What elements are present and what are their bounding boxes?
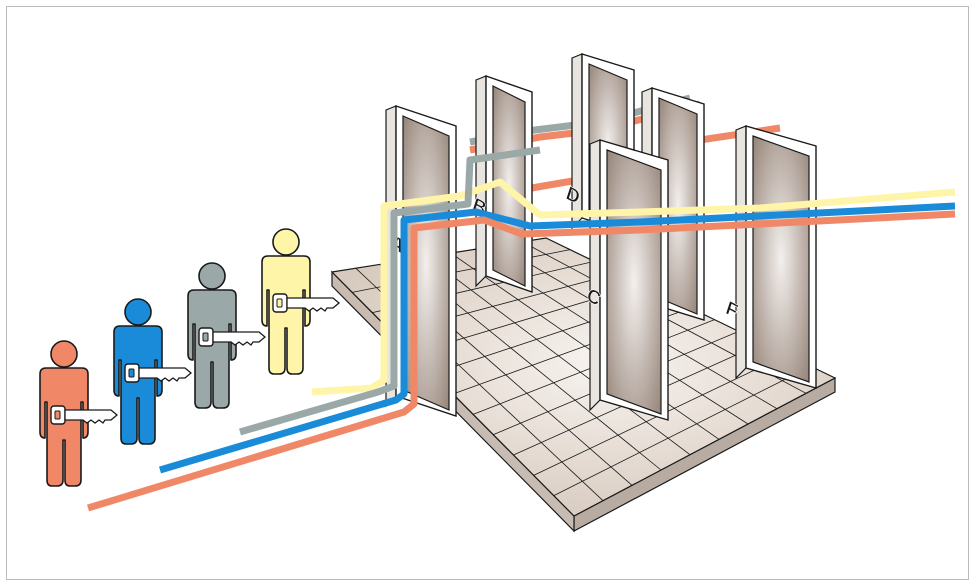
door-f: F [723, 126, 816, 388]
person-blue [114, 299, 191, 444]
person-yellow [262, 229, 339, 374]
person-orange [40, 341, 117, 486]
door-c: C [584, 140, 668, 420]
person-gray [188, 263, 265, 408]
